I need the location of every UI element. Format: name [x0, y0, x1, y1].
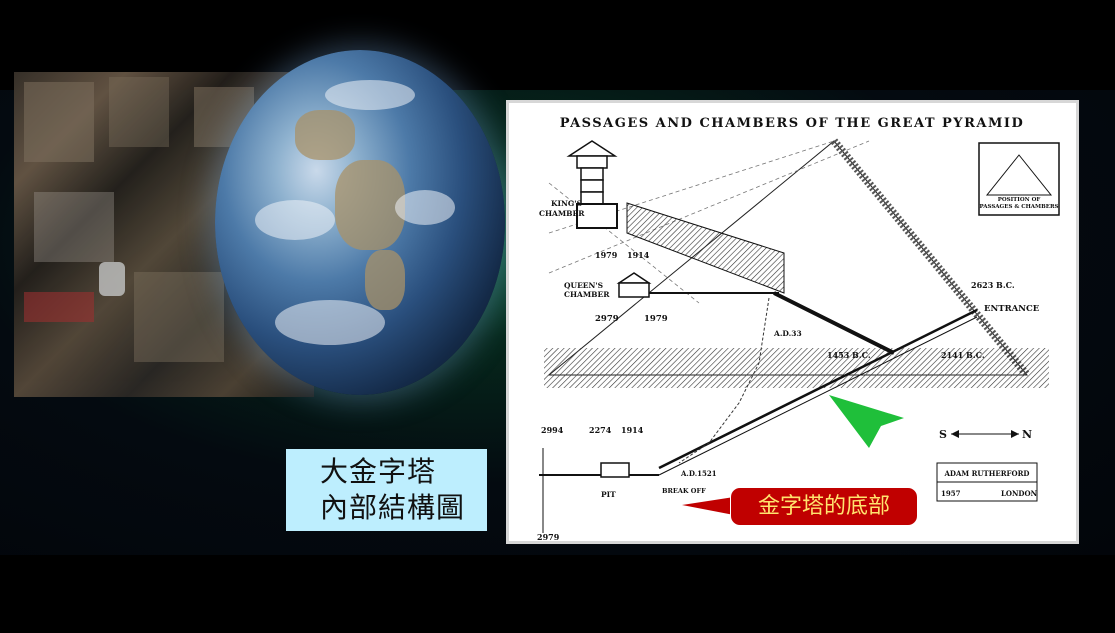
queens-chamber-label-1: QUEEN'S	[564, 281, 603, 290]
subterranean-chamber	[539, 448, 659, 533]
date-2979-a: 2979	[595, 314, 619, 324]
date-2141-bc: 2141 B.C.	[941, 350, 985, 360]
date-1979-b: 1979	[644, 314, 668, 324]
grand-gallery	[626, 202, 785, 294]
well-shaft	[678, 297, 770, 464]
break-off-label: BREAK OFF	[662, 487, 706, 495]
caption-pointer	[682, 497, 734, 515]
pit-label: PIT	[601, 490, 616, 499]
date-1914-a: 1914	[627, 250, 650, 260]
pyramid-casing	[830, 138, 1031, 378]
pyramid-diagram: PASSAGES AND CHAMBERS OF THE GREAT PYRAM…	[506, 100, 1079, 544]
ascending-passage	[773, 291, 895, 355]
pyramid-outline	[547, 140, 1029, 376]
caption-label: 金字塔的底部	[730, 487, 918, 526]
kings-chamber-label-1: KING'S	[551, 199, 582, 208]
date-1979-a: 1979	[595, 250, 618, 260]
entrance-label: ENTRANCE	[984, 304, 1040, 314]
author-name: ADAM RUTHERFORD	[944, 469, 1030, 478]
author-year: 1957	[941, 489, 961, 498]
queens-chamber-label-2: CHAMBER	[564, 290, 610, 299]
slide-title-line-1: 大金字塔	[320, 455, 437, 488]
date-2979-b: 2979	[537, 532, 560, 541]
slide-title-box: 大金字塔 內部結構圖	[286, 449, 487, 531]
compass-arrow: S N	[939, 428, 1032, 441]
diagram-title: PASSAGES AND CHAMBERS OF THE GREAT PYRAM…	[560, 116, 1024, 131]
compass-n: N	[1022, 428, 1032, 441]
date-ad33: A.D.33	[773, 329, 802, 338]
inset-label-1: POSITION OF	[998, 197, 1041, 203]
inset-position-diagram: POSITION OF PASSAGES & CHAMBERS	[978, 142, 1060, 216]
descending-passage	[658, 308, 978, 470]
bedrock-band	[544, 348, 1049, 388]
queens-chamber	[616, 272, 779, 298]
date-ad1521: A.D.1521	[680, 469, 717, 478]
construction-line	[548, 140, 870, 274]
date-2274: 2274	[589, 425, 612, 435]
descending-passage	[658, 316, 978, 476]
inset-label-2: PASSAGES & CHAMBERS	[979, 204, 1058, 210]
kings-chamber-stack	[566, 140, 618, 229]
pyramid-diagram-drawing: PASSAGES AND CHAMBERS OF THE GREAT PYRAM…	[537, 116, 1060, 541]
kings-chamber-label-2: CHAMBER	[539, 209, 585, 218]
author-city: LONDON	[1001, 489, 1038, 498]
author-box: ADAM RUTHERFORD 1957 LONDON	[936, 462, 1038, 502]
date-1453-bc: 1453 B.C.	[827, 350, 871, 360]
date-1914-b: 1914	[621, 425, 644, 435]
earth-globe-image	[215, 50, 505, 395]
date-2623-bc: 2623 B.C.	[971, 280, 1015, 290]
slide-title-line-2: 內部結構圖	[320, 491, 466, 524]
date-2994: 2994	[541, 425, 564, 435]
green-pointer-arrow	[829, 395, 904, 448]
compass-s: S	[939, 428, 947, 441]
